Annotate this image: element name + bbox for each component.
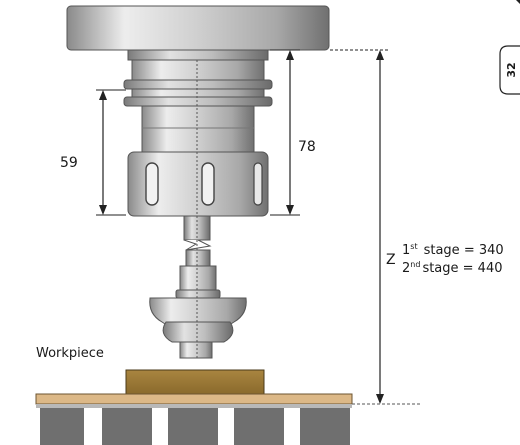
side-tab-number: 32 xyxy=(505,62,518,77)
machine-table xyxy=(35,393,353,445)
stage-1-ordinal: 1 xyxy=(402,243,410,258)
stage-2-text: stage = 440 xyxy=(422,261,502,276)
stage-1-suffix: st xyxy=(410,242,417,251)
dimension-collet-height xyxy=(96,89,126,216)
tool-shank xyxy=(175,215,221,299)
collet-nut xyxy=(127,151,269,217)
stage-2-ordinal: 2 xyxy=(402,261,410,276)
dimension-nose-height xyxy=(270,49,300,216)
dimension-78-label: 78 xyxy=(298,139,316,155)
dimension-59-label: 59 xyxy=(60,155,78,171)
spindle-head xyxy=(66,5,330,153)
stage-1-label: 1st stage = 340 xyxy=(402,242,504,258)
workpiece xyxy=(125,369,265,395)
corner-mark xyxy=(516,0,520,4)
workpiece-label: Workpiece xyxy=(36,346,104,361)
stage-2-suffix: nd xyxy=(410,260,420,269)
side-tab: 32 xyxy=(499,45,520,95)
dimension-z xyxy=(330,49,390,404)
router-bit xyxy=(149,297,247,359)
stage-1-text: stage = 340 xyxy=(424,243,504,258)
z-axis-label: Z xyxy=(386,252,396,268)
